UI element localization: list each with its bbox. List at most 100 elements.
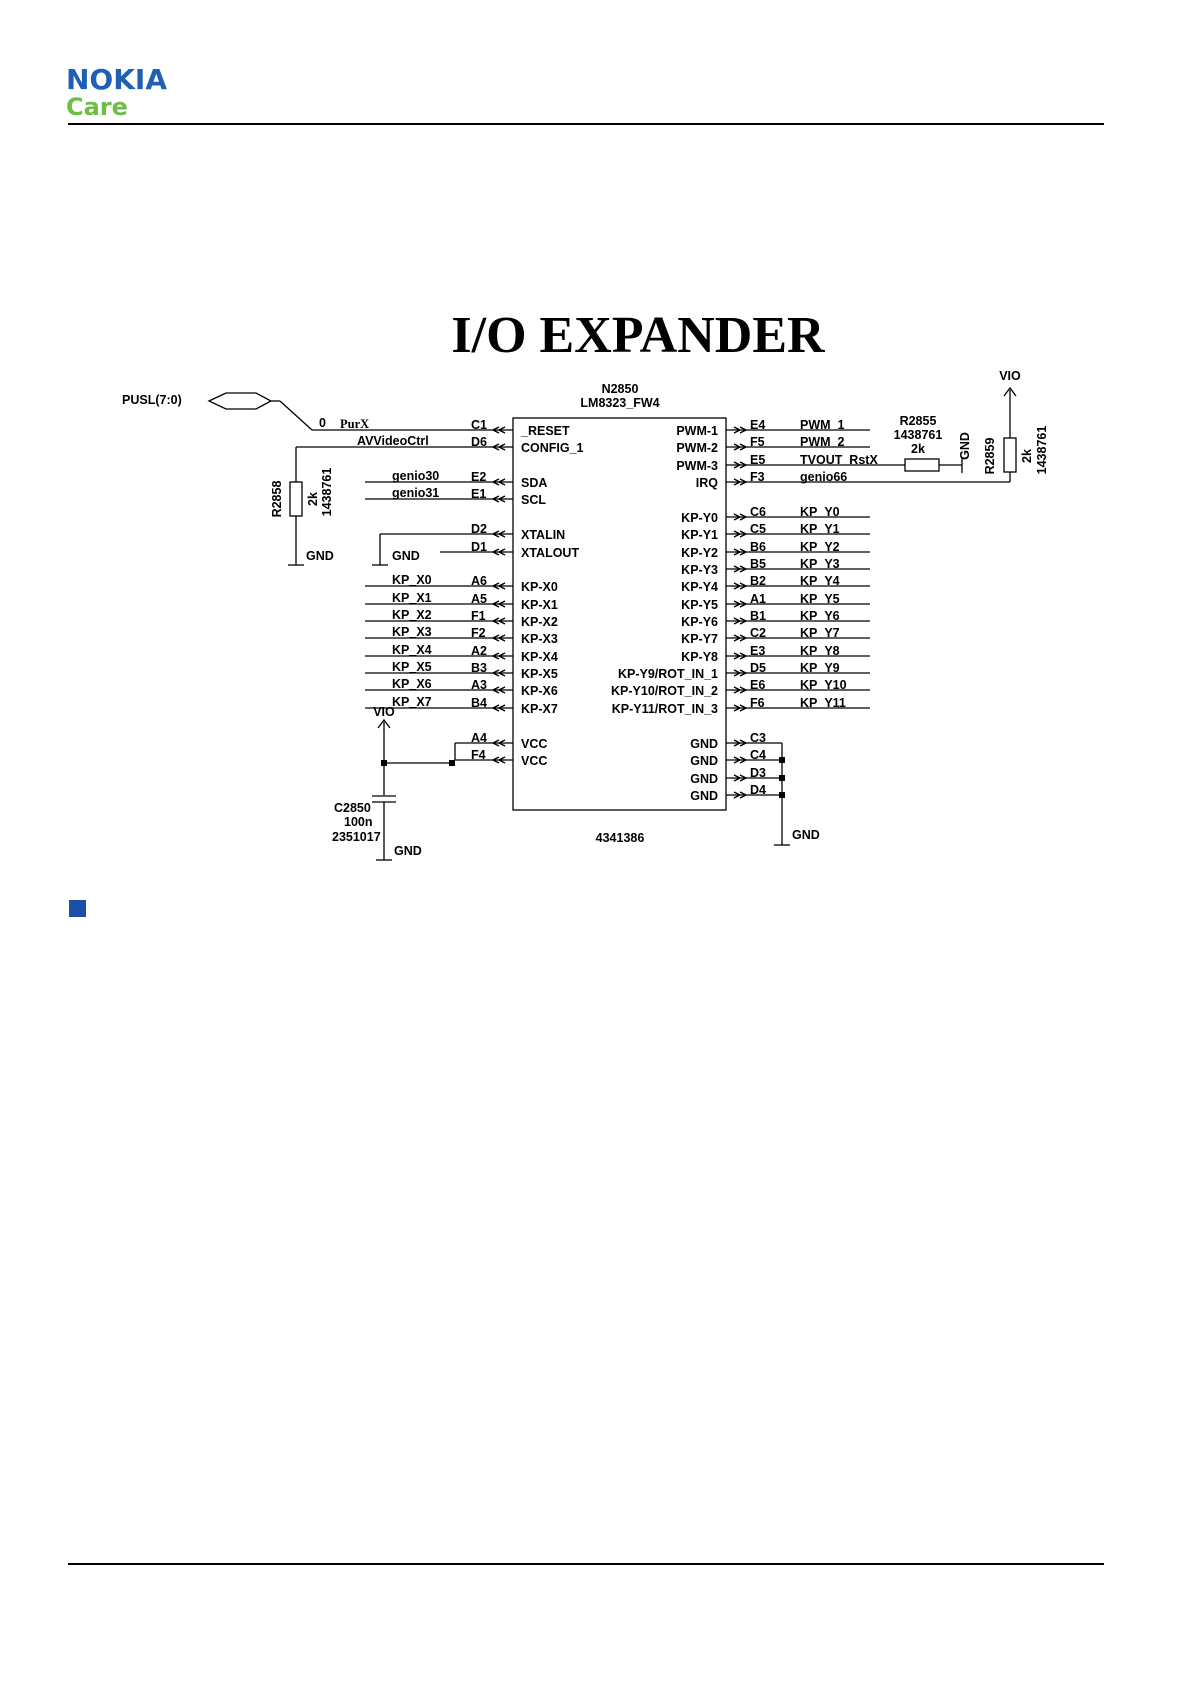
chip-code: 4341386 [596,831,645,845]
pin-name-left: XTALOUT [521,546,579,560]
r2855-value: 2k [911,442,925,456]
pin-arrow [492,600,506,608]
ball-id-right: C4 [750,748,766,762]
pin-arrow [733,582,747,590]
r2855-body [904,458,940,472]
pin-name-right: GND [690,737,718,751]
section-bullet [69,900,86,917]
pin-arrow [733,704,747,712]
ball-id-left: E1 [471,487,486,501]
pin-name-right: KP-Y6 [681,615,718,629]
ball-id-right: F5 [750,435,765,449]
net-label-right: KP_Y4 [800,574,840,588]
c2850-ref: C2850 [334,801,371,815]
pin-arrow [733,634,747,642]
net-label-right: KP_Y11 [800,696,846,710]
pin-arrow [492,739,506,747]
ball-id-right: B1 [750,609,766,623]
pin-arrow [492,426,506,434]
pin-name-right: KP-Y5 [681,598,718,612]
pin-arrow [733,652,747,660]
pin-name-right: PWM-2 [676,441,718,455]
net-label-right: KP_Y5 [800,592,840,606]
ball-id-right: A1 [750,592,766,606]
ball-id-left: F2 [471,626,486,640]
pin-arrow [733,617,747,625]
chip-part: LM8323_FW4 [580,396,659,410]
net-label-right: KP_Y2 [800,540,840,554]
net-label-right: KP_Y1 [800,522,840,536]
pin-name-right: IRQ [696,476,719,490]
pin-name-right: KP-Y9/ROT_IN_1 [618,667,718,681]
r2858-ref: R2858 [270,481,284,518]
net-label-right: genio66 [800,470,847,484]
io-expander-schematic: N2850LM8323_FW44341386_RESETC1PurXCONFIG… [122,369,1049,861]
pin-arrow [492,617,506,625]
net-label-right: TVOUT_RstX [800,453,878,467]
net-label-left: KP_X7 [392,695,432,709]
pin-name-right: KP-Y7 [681,632,718,646]
c2850-code: 2351017 [332,830,381,844]
net-label-left: genio31 [392,486,439,500]
pin-arrow [733,461,747,469]
pin-name-left: KP-X4 [521,650,558,664]
ball-id-right: B6 [750,540,766,554]
net-label-left: KP_X0 [392,573,432,587]
net-label-right: PWM_2 [800,435,845,449]
pin-name-right: PWM-3 [676,459,718,473]
ball-id-left: B4 [471,696,487,710]
gnd-label: GND [958,432,972,460]
pin-arrow [492,478,506,486]
gnd-label: GND [394,844,422,858]
logo-sub: Care [66,93,128,121]
pin-name-right: KP-Y2 [681,546,718,560]
ball-id-right: C2 [750,626,766,640]
pin-arrow [733,426,747,434]
pin-arrow [492,756,506,764]
pin-arrow [733,791,747,799]
ball-id-left: A6 [471,574,487,588]
net-label-left: KP_X2 [392,608,432,622]
nokia-care-logo: NOKIA Care [66,66,167,121]
gnd-label: GND [792,828,820,842]
pin-name-left: KP-X6 [521,684,558,698]
c2850-value: 100n [344,815,373,829]
pin-arrow [492,634,506,642]
net-label-left: KP_X5 [392,660,432,674]
net-label-right: KP_Y3 [800,557,840,571]
r2859-code: 1438761 [1035,426,1049,475]
chip-ref: N2850 [602,382,639,396]
net-label-right: KP_Y10 [800,678,847,692]
pin-name-right: KP-Y1 [681,528,718,542]
ball-id-left: D1 [471,540,487,554]
pin-name-right: KP-Y10/ROT_IN_2 [611,684,718,698]
r2859-value: 2k [1020,449,1034,463]
pin-name-left: KP-X2 [521,615,558,629]
ball-id-right: D3 [750,766,766,780]
net-label-right: KP_Y0 [800,505,840,519]
pin-name-right: KP-Y8 [681,650,718,664]
ball-id-right: C6 [750,505,766,519]
net-label-left: KP_X6 [392,677,432,691]
pin-arrow [733,774,747,782]
gnd-label: GND [392,549,420,563]
ball-id-left: F1 [471,609,486,623]
pin-arrow [492,686,506,694]
footer-rule [68,1563,1104,1565]
net-label-left: AVVideoCtrl [357,434,429,448]
pin-name-left: KP-X0 [521,580,558,594]
r2858-value: 2k [306,492,320,506]
net-label-left: KP_X3 [392,625,432,639]
r2859-body [1003,437,1017,473]
pin-arrow [492,652,506,660]
ic-body [512,417,727,811]
pin-arrow [733,530,747,538]
pin-name-right: GND [690,754,718,768]
pin-name-left: KP-X1 [521,598,558,612]
pin-name-right: KP-Y11/ROT_IN_3 [612,702,718,716]
net-label-right: KP_Y7 [800,626,840,640]
ball-id-right: E4 [750,418,765,432]
pin-arrow [733,548,747,556]
pin-arrow [733,478,747,486]
ball-id-right: D5 [750,661,766,675]
